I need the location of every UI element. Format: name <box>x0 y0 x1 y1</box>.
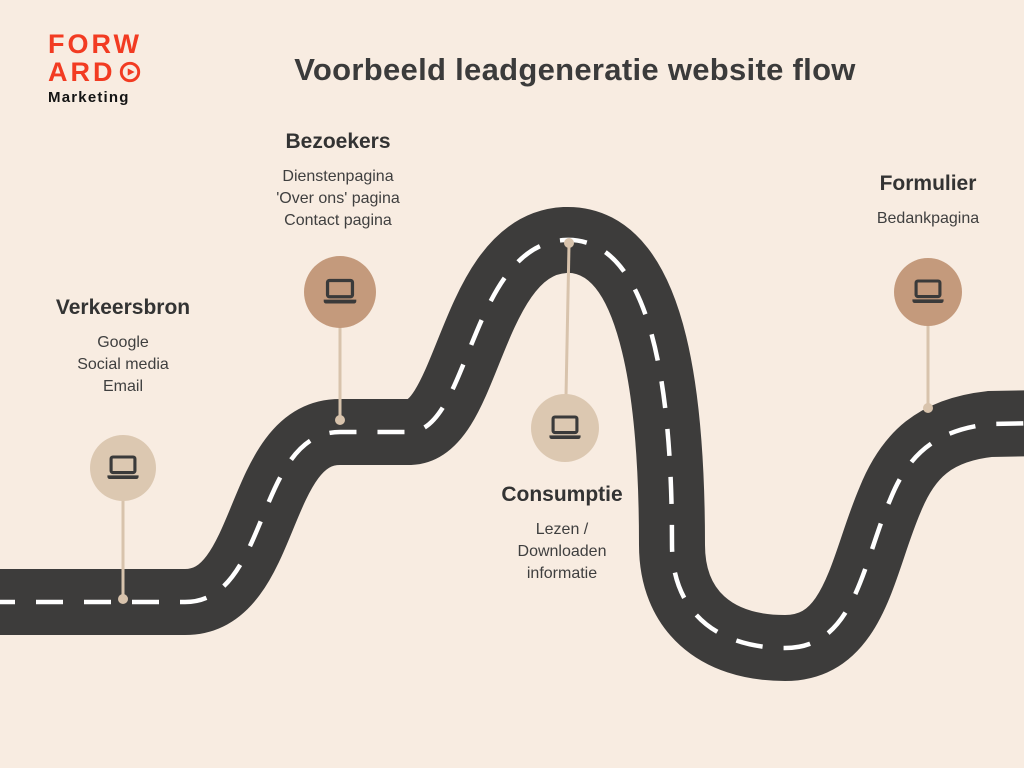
milestone-markers <box>90 256 962 501</box>
connector-dot-bezoekers <box>335 415 345 425</box>
brand-logo-line2: ARD <box>48 58 142 86</box>
milestone-items: Google Social media Email <box>13 332 233 398</box>
milestone-item: Social media <box>77 356 169 373</box>
milestone-item: Lezen / <box>535 521 589 538</box>
milestone-verkeersbron-label: Verkeersbron Google Social media Email <box>13 296 233 398</box>
milestone-item: Bedankpagina <box>876 210 980 227</box>
milestone-item: 'Over ons' pagina <box>276 190 400 207</box>
milestone-item: Email <box>102 378 143 395</box>
milestone-item: informatie <box>526 565 598 582</box>
connector-dot-consumptie <box>564 238 574 248</box>
milestone-item: Downloaden <box>517 543 607 560</box>
milestone-item: Google <box>97 334 149 351</box>
milestone-circle-bezoekers <box>304 256 376 328</box>
road-center-dashes <box>0 237 1024 651</box>
connector-dot-formulier <box>923 403 933 413</box>
milestone-consumptie-label: Consumptie Lezen / Downloaden informatie <box>452 483 672 585</box>
milestone-item: Dienstenpagina <box>282 168 394 185</box>
play-icon <box>119 61 140 83</box>
milestone-title: Formulier <box>879 172 977 195</box>
brand-logo: FORW ARD Marketing <box>48 30 142 105</box>
milestone-items: Bedankpagina <box>818 208 1024 230</box>
milestone-title: Bezoekers <box>285 130 391 153</box>
connector-consumptie <box>564 244 571 397</box>
milestone-connectors <box>118 238 933 604</box>
milestone-title: Verkeersbron <box>55 296 191 319</box>
brand-logo-line2-text: ARD <box>48 57 116 87</box>
connector-dot-verkeersbron <box>118 594 128 604</box>
milestone-bezoekers-label: Bezoekers Dienstenpagina 'Over ons' pagi… <box>208 130 468 232</box>
brand-logo-line1: FORW <box>48 29 142 59</box>
milestone-items: Dienstenpagina 'Over ons' pagina Contact… <box>208 166 468 232</box>
brand-tagline: Marketing <box>48 89 130 106</box>
page-title: Voorbeeld leadgeneratie website flow <box>294 52 856 87</box>
milestone-items: Lezen / Downloaden informatie <box>452 519 672 585</box>
milestone-circle-consumptie <box>531 394 599 462</box>
milestone-formulier-label: Formulier Bedankpagina <box>818 172 1024 230</box>
milestone-circle-verkeersbron <box>90 435 156 501</box>
milestone-title: Consumptie <box>501 483 623 506</box>
milestone-item: Contact pagina <box>284 212 392 229</box>
milestone-circle-formulier <box>894 258 962 326</box>
